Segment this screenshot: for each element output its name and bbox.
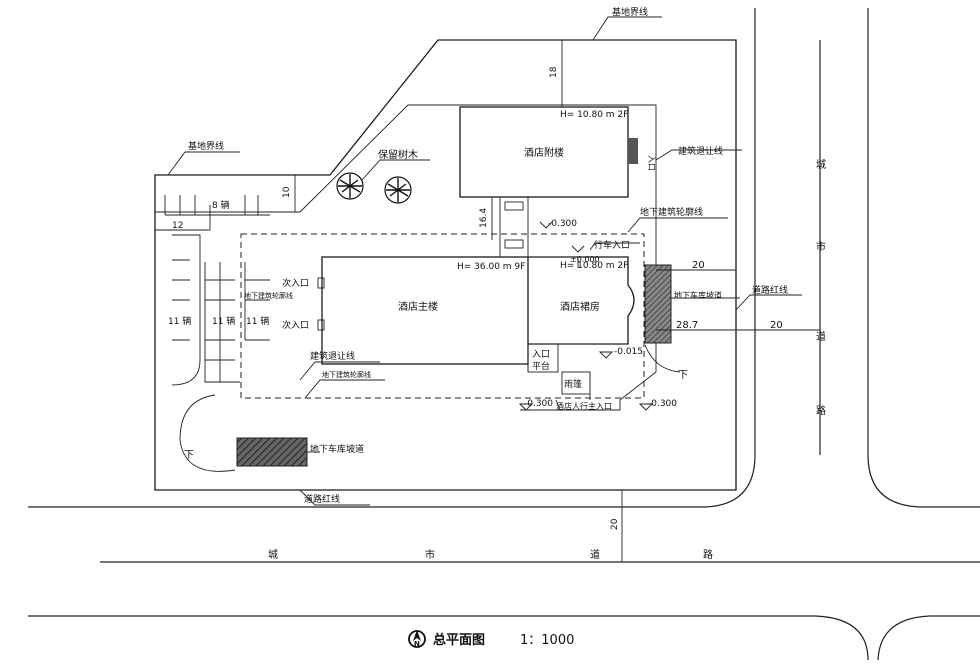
label-podium: 酒店裙房: [560, 300, 600, 313]
dim-28-7: 28.7: [676, 320, 698, 331]
dim-12: 12: [172, 221, 183, 231]
road-edge-left-top: [28, 8, 756, 508]
label-down-right: 下: [678, 370, 688, 381]
underground-outline: [240, 233, 645, 399]
setback-line: [155, 104, 657, 411]
leader-car-entrance: [589, 242, 640, 251]
level-2: -0.015: [614, 347, 643, 357]
road-h-char-2: 市: [425, 548, 435, 561]
label-keep-trees: 保留树木: [378, 148, 418, 161]
label-road-right: 道路红线: [752, 284, 788, 296]
label-annex: 酒店附楼: [524, 146, 564, 159]
leader-underground-right: [627, 217, 728, 233]
label-entry-2: 平台: [532, 360, 550, 372]
dim-10: 10: [282, 186, 292, 198]
road-v-char-4: 路: [816, 404, 826, 417]
leader-base-top: [592, 16, 662, 41]
label-parking-col1: 11 辆: [168, 315, 191, 327]
label-base-left: 基地界线: [188, 140, 224, 152]
label-underground-right: 地下建筑轮廓线: [640, 206, 703, 218]
label-underground-left2: 地下建筑轮廓线: [322, 370, 371, 379]
road-h-char-3: 道: [590, 548, 600, 561]
label-secondary-2: 次入口: [282, 319, 309, 331]
road-v-char-1: 城: [816, 159, 826, 171]
road-edge-bottom-right: [877, 615, 980, 661]
label-car-entrance: 行车入口: [594, 239, 630, 251]
ramp-left: [236, 437, 308, 467]
label-parking-col2: 11 辆: [212, 315, 235, 327]
label-parking-col3: 11 辆: [246, 315, 269, 327]
leader-setback-right: [655, 149, 742, 161]
leader-road-bottom: [299, 489, 370, 506]
label-base-top: 基地界线: [612, 6, 648, 18]
leader-trees: [361, 159, 430, 181]
label-annex-height: H= 10.80 m 2F: [560, 110, 628, 120]
leader-underground-left: [304, 379, 385, 399]
north-arrow-icon: N: [408, 630, 426, 648]
tree-icon: [336, 172, 364, 200]
parking-area: [164, 195, 270, 386]
label-road-bottom: 道路红线: [304, 493, 340, 505]
dim-16-4: 16.4: [479, 208, 489, 228]
dim-20-bottom: 20: [610, 518, 620, 530]
label-secondary-1: 次入口: [282, 277, 309, 289]
label-ramp-right: 地下车库坡道: [674, 290, 722, 300]
leader-setback-left: [299, 361, 380, 381]
svg-text:N: N: [414, 640, 420, 648]
entry-platform: [527, 343, 559, 373]
drawing-scale: 1：1000: [520, 633, 574, 648]
label-pedestrian-entrance: 酒店人行主入口: [556, 401, 612, 411]
label-setback-right: 建筑退让线: [678, 145, 723, 157]
road-h-char-4: 路: [703, 548, 713, 561]
label-podium-height: H= 10.80 m 2F: [560, 261, 628, 271]
level-5: ±0.000: [570, 255, 600, 264]
label-ramp-left: 地下车库坡道: [310, 443, 364, 455]
dim-18: 18: [549, 66, 559, 78]
label-annex-entrance: 入口: [647, 155, 656, 171]
annex-stair: [628, 138, 638, 164]
ramp-right: [644, 264, 672, 344]
label-main: 酒店主楼: [398, 300, 438, 313]
level-1: -0.300: [548, 219, 577, 229]
drive-loop: [179, 394, 236, 472]
roads: [28, 8, 980, 661]
tree-icon: [384, 176, 412, 204]
road-h-char-1: 城: [268, 549, 278, 561]
dim-20-right: 20: [770, 320, 783, 331]
label-canopy: 雨篷: [564, 378, 582, 390]
building-main: [321, 256, 529, 365]
label-main-height: H= 36.00 m 9F: [457, 262, 525, 272]
road-edge-right-top: [867, 8, 980, 508]
label-underground-left1: 地下建筑轮廓线: [244, 291, 293, 300]
leader-base-left: [167, 151, 240, 176]
label-down-left: 下: [184, 450, 194, 461]
label-entry-1: 入口: [532, 349, 550, 360]
road-v-char-3: 道: [816, 330, 826, 343]
leader-road-right: [735, 294, 802, 311]
label-setback-left: 建筑退让线: [310, 350, 355, 362]
level-4: -0.300: [648, 399, 677, 409]
drawing-title: 总平面图: [433, 632, 485, 648]
level-3: -0.300: [524, 399, 553, 409]
leader-pedestrian: [555, 399, 620, 411]
label-parking-top: 8 辆: [212, 199, 230, 211]
dim-20-top: 20: [692, 260, 705, 271]
road-edge-bottom-left: [28, 615, 869, 661]
site-boundary: [154, 39, 737, 491]
road-v-char-2: 市: [816, 240, 826, 253]
building-podium: [528, 256, 635, 345]
